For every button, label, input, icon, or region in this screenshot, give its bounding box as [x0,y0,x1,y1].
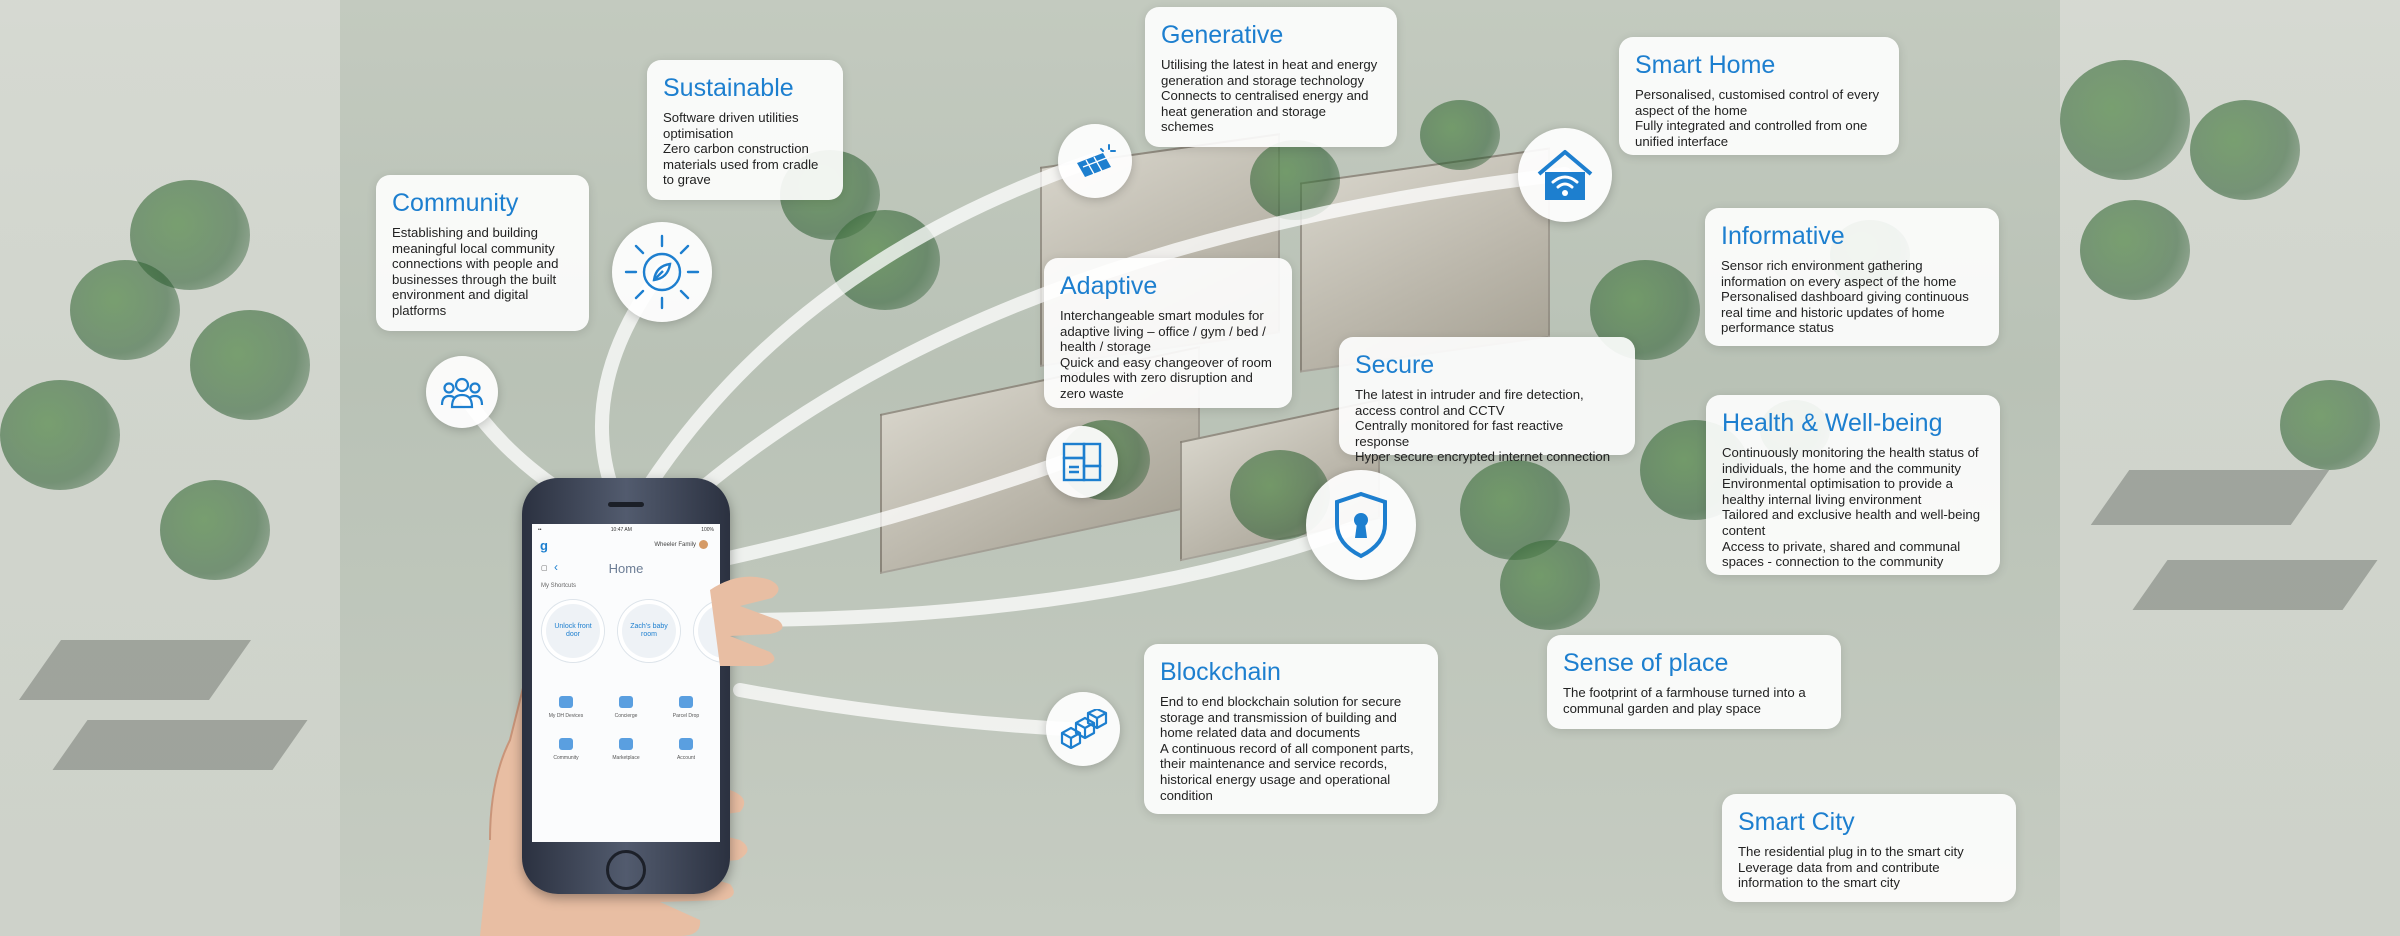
card-sense-of-place: Sense of place The footprint of a farmho… [1547,635,1841,729]
card-title: Generative [1161,21,1284,49]
grid-label: Marketplace [612,755,640,761]
marketplace-icon [619,738,633,750]
grid-community[interactable]: Community [538,738,594,761]
shield-keyhole-icon [1306,470,1416,580]
card-sustainable: Sustainable Software driven utilities op… [647,60,843,200]
card-text: The footprint of a farmhouse turned into… [1563,685,1806,716]
tree [2280,380,2380,470]
card-informative: Informative Sensor rich environment gath… [1705,208,1999,346]
card-smart-home: Smart Home Personalised, customised cont… [1619,37,1899,155]
grid-marketplace[interactable]: Marketplace [598,738,654,761]
community-icon [559,738,573,750]
devices-icon [559,696,573,708]
tree [190,310,310,420]
modules-icon [1046,426,1118,498]
cubes-icon [1046,692,1120,766]
family-selector[interactable]: Wheeler Family [654,540,708,549]
card-title: Community [392,189,519,217]
leaf-sun-icon [612,222,712,322]
card-text: Personalised, customised control of ever… [1635,87,1880,149]
card-text: Establishing and building meaningful loc… [392,225,559,318]
shortcuts-label: My Shortcuts [541,583,577,589]
card-text: The residential plug in to the smart cit… [1738,844,1964,891]
connector-blockchain [733,683,1090,737]
connector-adaptive [713,455,1070,567]
grid-label: Account [676,755,696,761]
connector-generative [643,153,1101,491]
card-text: Continuously monitoring the health statu… [1722,445,1981,570]
card-title: Smart Home [1635,51,1776,79]
grid-label: Concierge [614,713,638,719]
grid-account[interactable]: Account [658,738,714,761]
family-label: Wheeler Family [654,541,696,548]
card-text: The latest in intruder and fire detectio… [1355,387,1611,465]
wifi-house-icon [1518,128,1612,222]
tree [70,260,180,360]
card-text: Software driven utilities optimisation Z… [663,110,819,188]
status-battery: 100% [701,527,714,533]
card-adaptive: Adaptive Interchangeable smart modules f… [1044,258,1292,408]
account-icon [679,738,693,750]
tree [2190,100,2300,200]
card-blockchain: Blockchain End to end blockchain solutio… [1144,644,1438,814]
connector-secure [723,518,1369,627]
status-bar: •• 10:47 AM 100% [532,524,720,536]
people-icon [426,356,498,428]
grid-parcel-drop[interactable]: Parcel Drop [658,696,714,719]
grid-label: Community [553,755,579,761]
app-logo: g [540,538,548,553]
card-title: Informative [1721,222,1845,250]
tree [160,480,270,580]
tree [2060,60,2190,180]
smartphone: •• 10:47 AM 100% g Wheeler Family ▢ ‹ Ho… [522,478,730,894]
card-text: Utilising the latest in heat and energy … [1161,57,1378,135]
phone-speaker [608,502,644,507]
grid-label: Parcel Drop [672,713,700,719]
card-text: Interchangeable smart modules for adapti… [1060,308,1272,401]
card-community: Community Establishing and building mean… [376,175,589,331]
card-title: Health & Well-being [1722,409,1943,437]
card-health-wellbeing: Health & Well-being Continuously monitor… [1706,395,2000,575]
card-title: Secure [1355,351,1435,379]
card-generative: Generative Utilising the latest in heat … [1145,7,1397,147]
card-title: Adaptive [1060,272,1158,300]
back-chevron-icon[interactable]: ‹ [554,560,558,574]
grid-concierge[interactable]: Concierge [598,696,654,719]
grid-label: My DH Devices [548,713,584,719]
card-title: Sense of place [1563,649,1729,677]
card-title: Blockchain [1160,658,1281,686]
tree [0,380,120,490]
thumb-illustration [710,576,783,666]
avatar [699,540,708,549]
status-time: 10:47 AM [610,527,632,533]
card-title: Smart City [1738,808,1855,836]
parcel-icon [679,696,693,708]
home-button[interactable] [606,850,646,890]
grid-my-devices[interactable]: My DH Devices [538,696,594,719]
shortcut-baby-room[interactable]: Zach's baby room [618,600,680,662]
screen-title: Home [608,561,644,576]
card-smart-city: Smart City The residential plug in to th… [1722,794,2016,902]
card-title: Sustainable [663,74,794,102]
tree [1500,540,1600,630]
status-signal: •• [538,527,542,533]
solar-panel-icon [1058,124,1132,198]
tree [2080,200,2190,300]
phone-screen: •• 10:47 AM 100% g Wheeler Family ▢ ‹ Ho… [532,524,720,842]
tree [1420,100,1500,170]
concierge-icon [619,696,633,708]
menu-icon[interactable]: ▢ [541,565,548,572]
card-secure: Secure The latest in intruder and fire d… [1339,337,1635,464]
card-text: End to end blockchain solution for secur… [1160,694,1414,803]
card-text: Sensor rich environment gathering inform… [1721,258,1969,336]
shortcut-unlock-front-door[interactable]: Unlock front door [542,600,604,662]
